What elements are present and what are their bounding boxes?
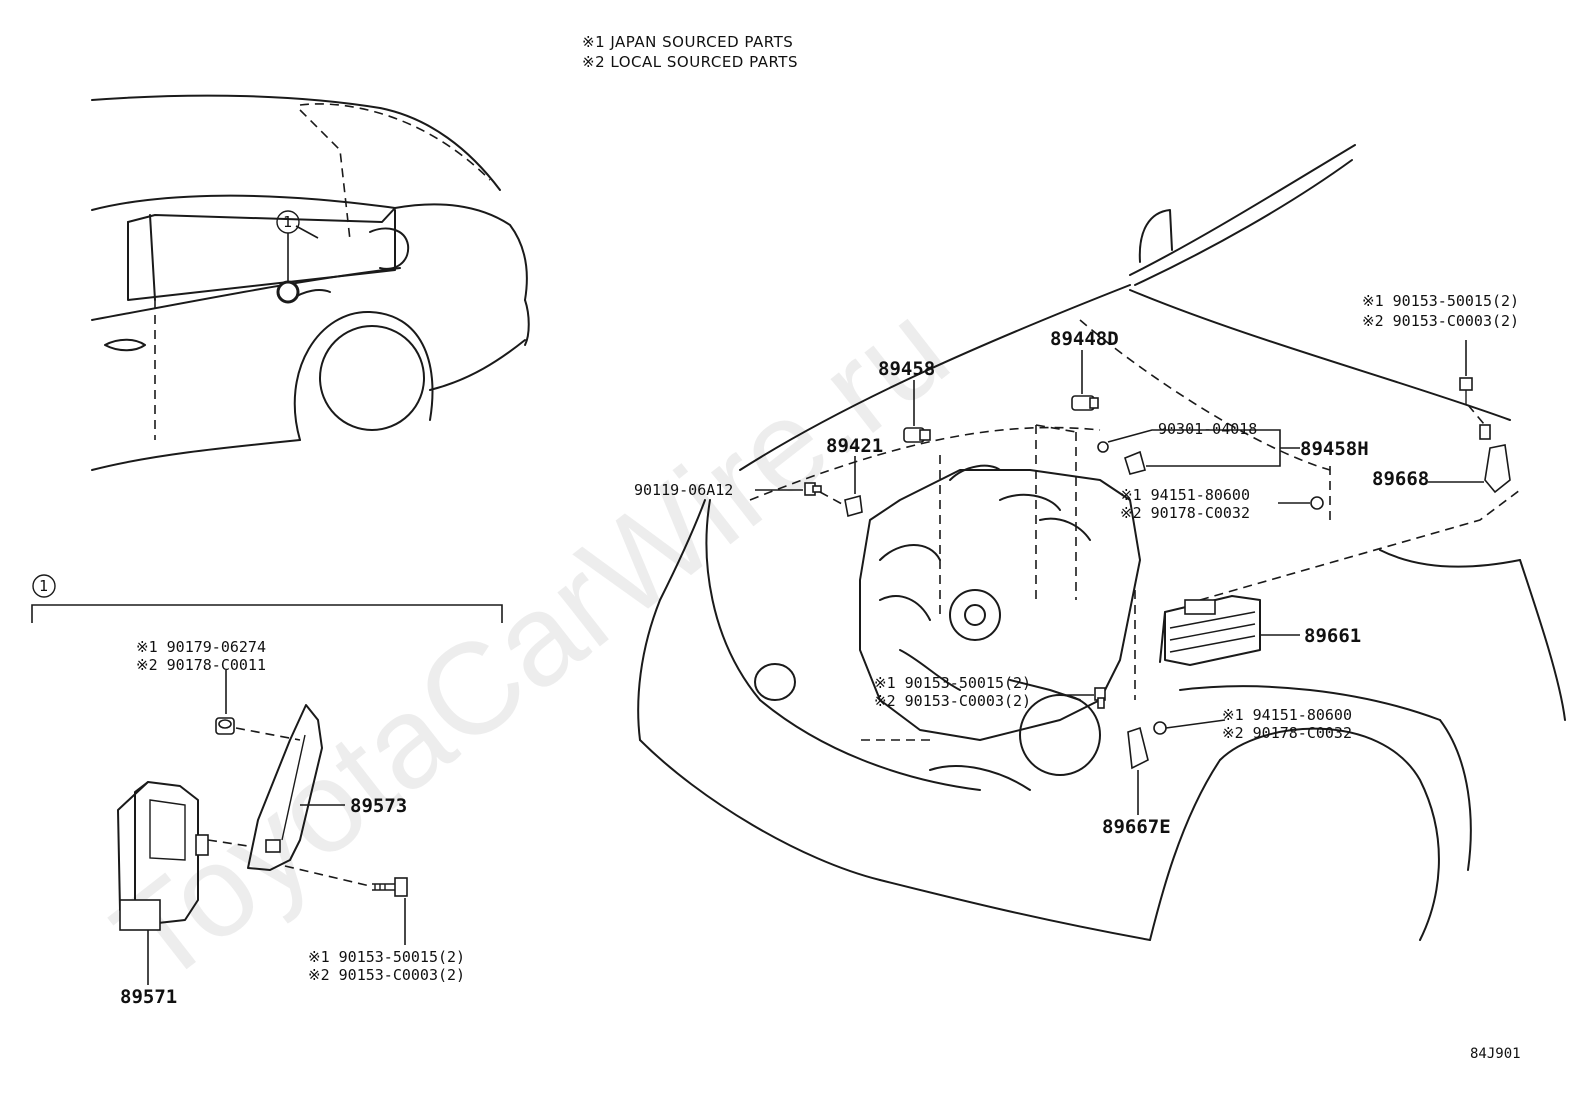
washer-90301 (1097, 441, 1109, 453)
bolt-90119 (804, 482, 822, 496)
label-90153-C0003-right: ※2 90153-C0003(2) (1362, 312, 1519, 330)
sensor-89448D (1071, 395, 1099, 411)
bolt-90153-left (372, 877, 408, 897)
note-local-sourced: ※2 LOCAL SOURCED PARTS (582, 53, 798, 71)
nut-94151-top (1310, 496, 1324, 510)
nut-90179 (215, 717, 235, 735)
label-89667E: 89667E (1102, 816, 1171, 838)
front-car-illustration (637, 144, 1566, 941)
label-94151-80600-top: ※1 94151-80600 (1120, 486, 1250, 504)
nut-94151-low (1153, 721, 1167, 735)
bracket-89573 (247, 704, 323, 871)
sensor-89668 (1479, 424, 1511, 494)
rear-car-illustration: 1 (91, 94, 530, 471)
label-90153-50015-right: ※1 90153-50015(2) (1362, 292, 1519, 310)
label-90153-C0003-mid: ※2 90153-C0003(2) (874, 692, 1031, 710)
label-90178-C0032-low: ※2 90178-C0032 (1222, 724, 1352, 742)
detail-section-1: 1 ※1 90 (31, 574, 503, 1008)
bracket-89421 (844, 494, 863, 518)
label-90301-04018: 90301-04018 (1158, 420, 1257, 438)
sensor-89458 (903, 427, 931, 443)
label-90178-C0011: ※2 90178-C0011 (136, 656, 266, 674)
label-89458H: 89458H (1300, 438, 1369, 460)
label-89448D: 89448D (1050, 328, 1119, 350)
sensor-89458H (1124, 450, 1146, 475)
diagram-code: 84J901 (1470, 1046, 1521, 1062)
engine-assembly (859, 464, 1141, 791)
callout-symbol-1: 1 (283, 213, 292, 231)
callout-circle-1-detail (32, 574, 56, 598)
label-94151-80600-low: ※1 94151-80600 (1222, 706, 1352, 724)
label-89421: 89421 (826, 435, 883, 457)
label-90153-50015-left: ※1 90153-50015(2) (308, 948, 465, 966)
bracket-89667E (1127, 726, 1149, 770)
callout-symbol-1-detail: 1 (39, 577, 48, 595)
label-90153-C0003-left: ※2 90153-C0003(2) (308, 966, 465, 984)
bolt-90153-mid (1094, 687, 1106, 709)
label-90153-50015-mid: ※1 90153-50015(2) (874, 674, 1031, 692)
label-90119-06A12: 90119-06A12 (634, 481, 733, 499)
label-90178-C0032-top: ※2 90178-C0032 (1120, 504, 1250, 522)
label-89661: 89661 (1304, 625, 1361, 647)
bolt-90153-right (1459, 377, 1473, 404)
label-89458: 89458 (878, 358, 935, 380)
ecu-89661 (1159, 595, 1261, 666)
label-89571: 89571 (120, 986, 177, 1008)
ecu-89571 (117, 781, 209, 931)
note-japan-sourced: ※1 JAPAN SOURCED PARTS (582, 33, 793, 51)
label-89668: 89668 (1372, 468, 1429, 490)
label-90179-06274: ※1 90179-06274 (136, 638, 266, 656)
label-89573: 89573 (350, 795, 407, 817)
